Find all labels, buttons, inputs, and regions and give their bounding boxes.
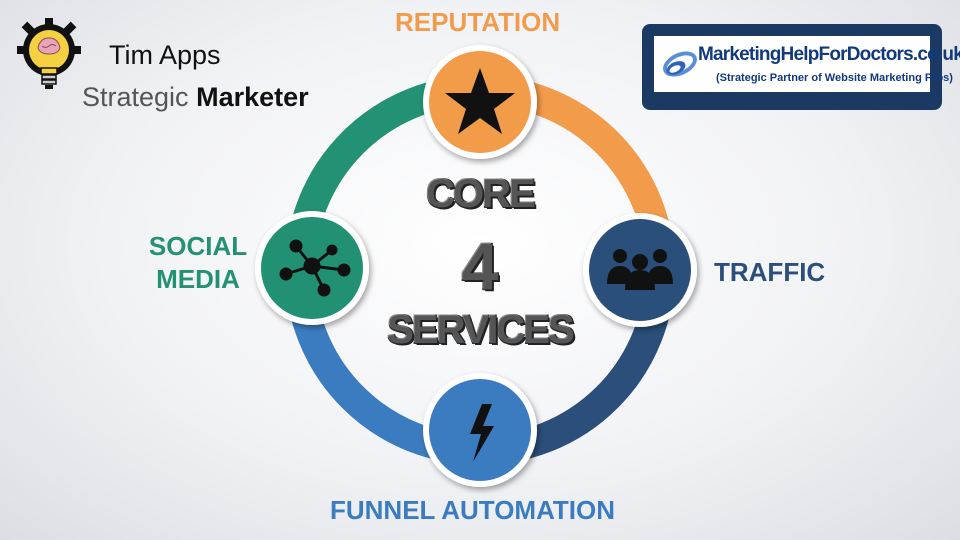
star-icon — [445, 68, 515, 134]
label-funnel-automation: FUNNEL AUTOMATION — [330, 495, 616, 525]
tim-apps-logo: Tim Apps Strategic Marketer — [14, 18, 344, 111]
tagline-bold: Marketer — [196, 82, 309, 112]
tagline-light: Strategic — [82, 82, 189, 112]
people-group-icon — [607, 249, 673, 290]
partner-site-name: MarketingHelpForDoctors.co.uk — [698, 44, 960, 65]
partner-subtitle: (Strategic Partner of Website Marketing … — [716, 72, 953, 84]
network-nodes-icon — [279, 239, 351, 297]
lightning-bolt-icon — [470, 404, 494, 462]
partner-banner-inner: MarketingHelpForDoctors.co.uk (Strategic… — [654, 36, 960, 92]
label-reputation: REPUTATION — [395, 7, 561, 37]
swirl-logo-icon — [663, 51, 697, 77]
label-social-media: SOCIAL MEDIA — [138, 230, 258, 295]
gear-lightbulb-brain-icon — [17, 18, 81, 89]
center-title-line3: SERVICES — [387, 308, 575, 352]
label-social-line2: MEDIA — [156, 263, 240, 294]
partner-banner: MarketingHelpForDoctors.co.uk (Strategic… — [642, 24, 960, 110]
brand-name: Tim Apps — [109, 40, 221, 70]
label-traffic: TRAFFIC — [714, 257, 826, 287]
brand-tagline: Strategic Marketer — [82, 84, 309, 111]
center-title-number: 4 — [461, 229, 499, 303]
center-title-line1: CORE — [426, 172, 536, 216]
label-social-line1: SOCIAL — [148, 231, 248, 261]
